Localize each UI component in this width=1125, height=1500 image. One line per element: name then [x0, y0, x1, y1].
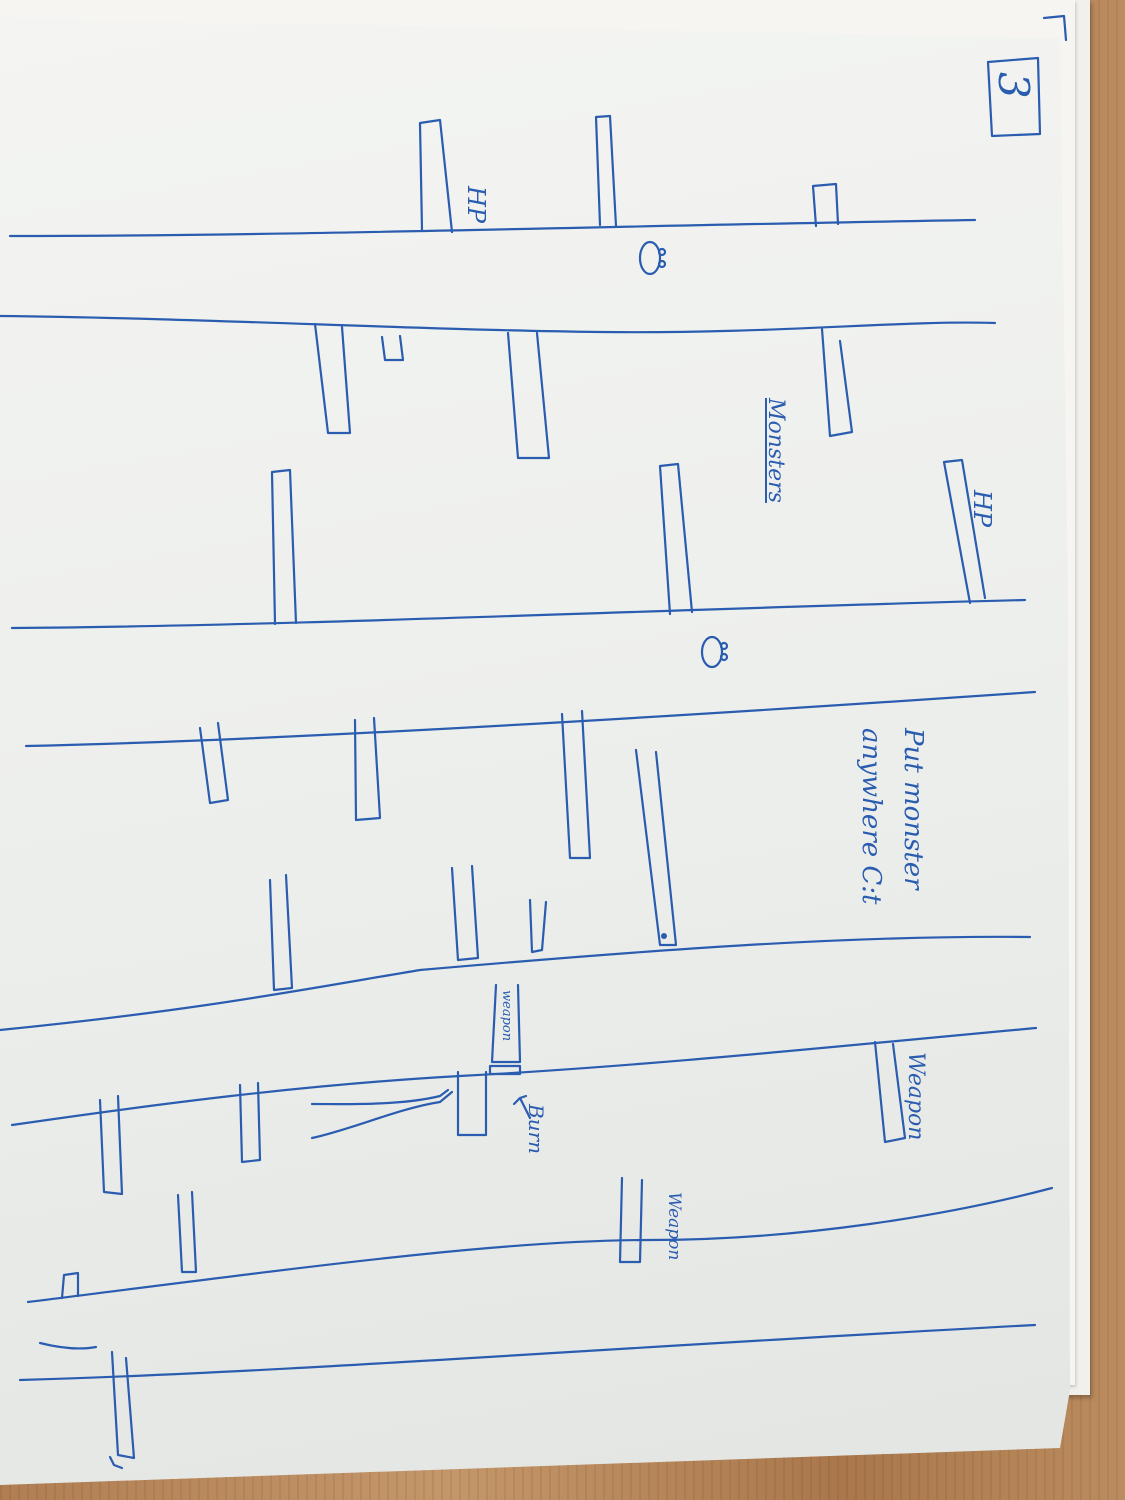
page-number: 3	[989, 72, 1038, 99]
burn-label: Burn	[524, 1104, 548, 1155]
pillars	[38, 114, 987, 1470]
weapon-label-lower: Weapon	[664, 1192, 684, 1261]
monster-blob-2	[700, 635, 729, 669]
page-number-box	[986, 14, 1068, 138]
weapon-label-right: Weapon	[903, 1052, 928, 1141]
weapon-box-label: weapon	[499, 990, 514, 1042]
burn-squiggles	[310, 1088, 454, 1140]
monster-blob-1	[638, 240, 667, 276]
platform-lines	[0, 218, 1054, 1382]
note-line-2: anywhere C:t	[856, 728, 886, 905]
hp-label-right: HP	[968, 490, 996, 528]
note-line-1: Put monster	[898, 728, 928, 890]
hp-label-top: HP	[462, 186, 490, 224]
monsters-label: Monsters	[763, 398, 788, 503]
burn-arrow	[512, 1094, 532, 1120]
